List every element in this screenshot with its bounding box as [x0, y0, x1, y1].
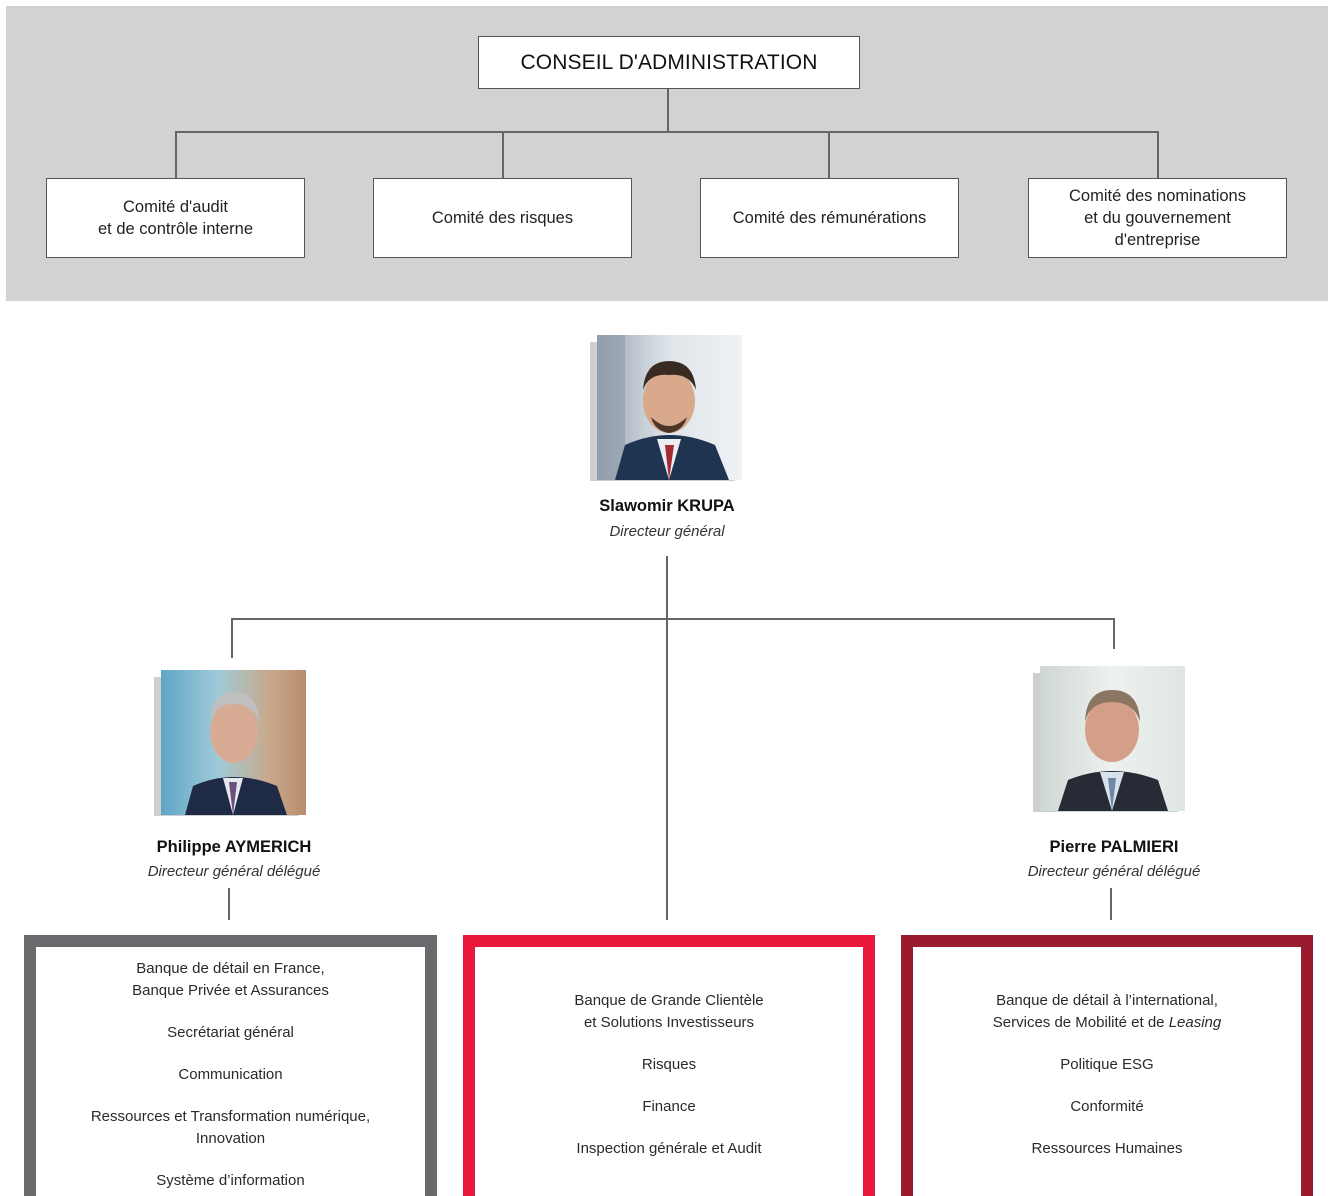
committee-nominations: Comité des nominations et du gouvernemen…	[1028, 178, 1287, 258]
department-box-center: Banque de Grande Clientèle et Solutions …	[463, 935, 875, 1196]
department-item-line: Finance	[642, 1097, 696, 1115]
connector-line	[502, 131, 504, 178]
department-item-text: Services de Mobilité et de	[992, 1013, 1169, 1031]
committee-line: Comité des rémunérations	[732, 209, 927, 227]
department-item: Ressources Humaines	[1012, 1138, 1203, 1160]
connector-line	[231, 618, 1115, 620]
committee-line: et de contrôle interne	[97, 220, 254, 238]
department-item-line: Politique ESG	[1060, 1055, 1154, 1073]
department-item-line: Banque Privée et Assurances	[132, 981, 329, 999]
connector-line	[666, 556, 668, 920]
committee-line: Comité des risques	[431, 209, 574, 227]
deputy-right-name: Pierre PALMIERI	[1049, 838, 1179, 856]
committee-audit: Comité d'audit et de contrôle interne	[46, 178, 305, 258]
deputy-right-photo	[1033, 666, 1185, 812]
connector-line	[228, 888, 230, 920]
department-item-line: Conformité	[1070, 1097, 1144, 1115]
deputy-left-portrait-image	[161, 670, 306, 815]
committee-line: d'entreprise	[1114, 231, 1201, 249]
department-item-line: Ressources et Transformation numérique,	[90, 1107, 371, 1125]
connector-line	[175, 131, 177, 178]
department-box-right: Banque de détail à l’international, Serv…	[901, 935, 1313, 1196]
ceo-portrait-image	[597, 335, 742, 480]
department-item: Système d’information	[136, 1170, 324, 1192]
connector-line	[231, 618, 233, 658]
board-title: CONSEIL D'ADMINISTRATION	[520, 50, 818, 74]
department-item: Banque de Grande Clientèle et Solutions …	[554, 990, 783, 1034]
department-item: Ressources et Transformation numérique, …	[71, 1106, 390, 1150]
committee-line: et du gouvernement	[1084, 209, 1231, 227]
connector-line	[1110, 888, 1112, 920]
department-item: Finance	[622, 1096, 715, 1118]
committee-risks: Comité des risques	[373, 178, 632, 258]
department-item: Banque de détail à l’international, Serv…	[973, 990, 1241, 1034]
department-item: Inspection générale et Audit	[556, 1138, 781, 1160]
connector-line	[1113, 618, 1115, 649]
committee-remuneration: Comité des rémunérations	[700, 178, 959, 258]
department-item: Risques	[622, 1054, 716, 1076]
committee-line: Comité d'audit	[123, 198, 228, 216]
department-item: Secrétariat général	[147, 1022, 314, 1044]
connector-line	[828, 131, 830, 178]
department-item-line: Banque de détail à l’international,	[996, 991, 1218, 1009]
ceo-role: Directeur général	[609, 523, 725, 540]
department-box-left: Banque de détail en France, Banque Privé…	[24, 935, 437, 1196]
department-item-line: Services de Mobilité et de Leasing	[993, 1012, 1221, 1034]
department-item: Conformité	[1050, 1096, 1163, 1118]
department-item-line: Secrétariat général	[167, 1023, 294, 1041]
department-item: Banque de détail en France, Banque Privé…	[112, 958, 349, 1002]
connector-line	[1157, 131, 1159, 178]
deputy-left-name: Philippe AYMERICH	[156, 838, 312, 856]
department-item-line: Système d’information	[156, 1171, 305, 1189]
department-item-line: Banque de détail en France,	[136, 959, 325, 977]
ceo-photo	[590, 335, 742, 481]
department-item-line: Inspection générale et Audit	[576, 1139, 762, 1157]
department-item: Politique ESG	[1040, 1054, 1173, 1076]
department-item-line: et Solutions Investisseurs	[583, 1013, 755, 1031]
department-item-line: Ressources Humaines	[1031, 1139, 1183, 1157]
department-item-line: Communication	[178, 1065, 283, 1083]
board-box: CONSEIL D'ADMINISTRATION	[478, 36, 860, 89]
deputy-left-role: Directeur général délégué	[147, 863, 321, 880]
committee-line: Comité des nominations	[1068, 187, 1246, 205]
department-item-italic: Leasing	[1168, 1013, 1222, 1031]
deputy-right-role: Directeur général délégué	[1027, 863, 1201, 880]
department-item: Communication	[158, 1064, 302, 1086]
department-item-line: Banque de Grande Clientèle	[574, 991, 764, 1009]
deputy-left-photo	[154, 670, 306, 816]
ceo-name: Slawomir KRUPA	[599, 497, 735, 515]
deputy-right-portrait-image	[1040, 666, 1185, 811]
department-item-line: Innovation	[195, 1129, 266, 1147]
connector-line	[175, 131, 1159, 133]
department-item-line: Risques	[641, 1055, 697, 1073]
connector-line	[667, 89, 669, 132]
